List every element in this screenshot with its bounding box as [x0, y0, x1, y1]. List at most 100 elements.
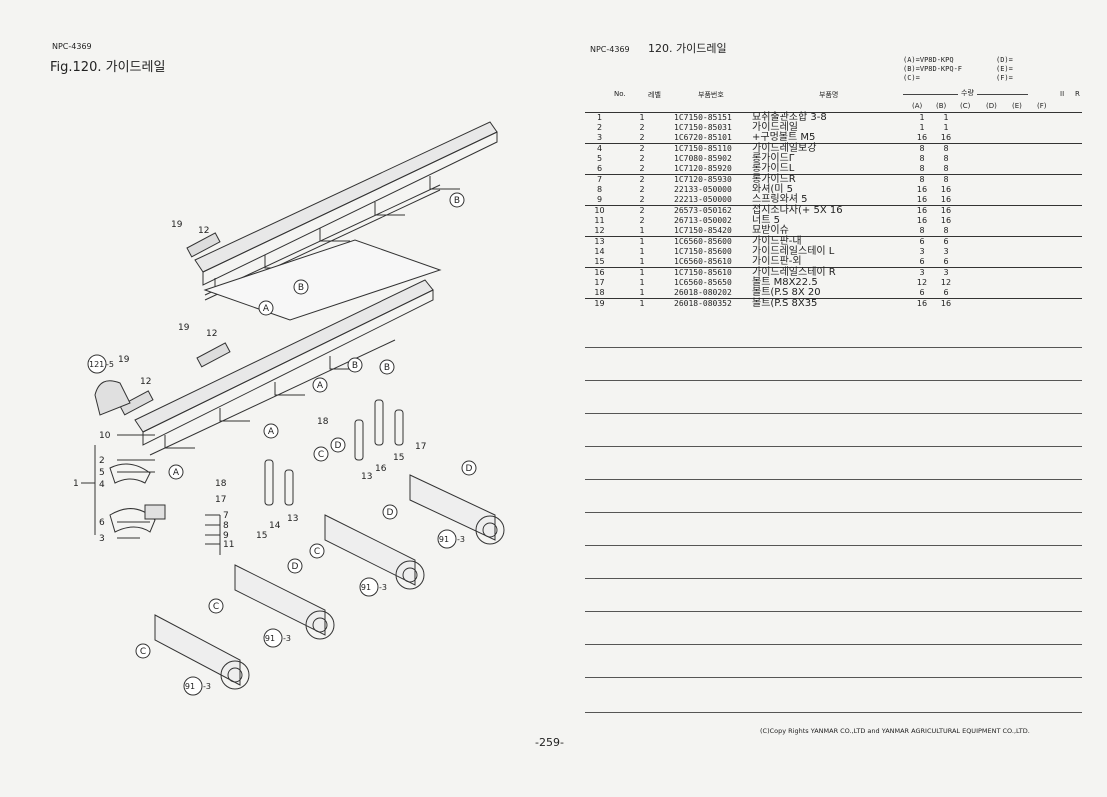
blank-rule [585, 413, 1082, 414]
cell-qty-a: 16 [910, 133, 934, 144]
guide-rail-lower [134, 279, 434, 456]
label-121-suffix: -5 [106, 360, 114, 369]
label-13: 13 [361, 472, 372, 482]
label-2: 2 [99, 456, 105, 466]
table-row: 8 2 22133-050000 와셔(미 5 16 16 [585, 185, 1082, 195]
callout-d: D [387, 508, 394, 518]
callout-c: C [213, 602, 219, 612]
blank-rule [585, 611, 1082, 612]
callout-b: B [298, 283, 304, 293]
header-rule [585, 112, 1082, 113]
label-17: 17 [415, 442, 426, 452]
callout-d: D [292, 562, 299, 572]
col-f: (F) [1037, 102, 1047, 110]
blank-rule [585, 677, 1082, 678]
cell-no: 17 [594, 278, 605, 287]
callout-b: B [352, 361, 358, 371]
cell-part-no: 1C7080-85902 [674, 154, 732, 163]
col-qty: 수량 [958, 88, 977, 98]
cell-no: 12 [585, 226, 622, 237]
label-19: 19 [171, 220, 183, 230]
label-12: 12 [140, 377, 151, 387]
cell-empty [958, 144, 1082, 155]
blank-rule [585, 380, 1082, 381]
cell-part-name: 너트 5 [752, 215, 780, 226]
col-b: (B) [936, 102, 947, 110]
cell-level: 2 [639, 206, 645, 215]
label-14: 14 [269, 521, 281, 531]
copyright: (C)Copy Rights YANMAR CO.,LTD and YANMAR… [760, 727, 1030, 735]
cell-qty-b: 16 [940, 206, 952, 215]
cell-empty [958, 195, 1082, 206]
cell-qty-a: 6 [910, 288, 934, 299]
guide-rail-upper [194, 121, 498, 301]
cell-qty-a: 3 [919, 268, 925, 277]
cell-part-no: 22133-050000 [674, 185, 732, 194]
blank-rule [585, 347, 1082, 348]
label-15: 15 [256, 531, 267, 541]
label-15: 15 [393, 453, 404, 463]
label-19: 19 [118, 355, 130, 365]
cell-part-name: 롱가이드L [752, 164, 910, 175]
cell-level: 1 [639, 113, 645, 122]
callout-a: A [263, 304, 270, 314]
cell-qty-a: 16 [916, 206, 928, 215]
cell-part-no: 26018-080202 [674, 288, 752, 299]
label-121: 121 [89, 360, 104, 369]
label-91-suffix: -3 [203, 682, 211, 691]
cell-qty-a: 16 [916, 185, 928, 194]
cell-qty-b: 16 [934, 133, 958, 144]
cell-part-no: 1C7150-85600 [674, 247, 732, 256]
cell-part-no: 1C7120-85920 [674, 164, 752, 175]
label-3: 3 [99, 534, 105, 544]
cell-part-no: 1C7150-85151 [674, 113, 732, 122]
label-91: 91 [361, 583, 371, 592]
cell-part-name: 가이드판-외 [752, 257, 910, 268]
cell-qty-a: 12 [916, 278, 928, 287]
label-10: 10 [99, 431, 111, 441]
cell-level: 1 [622, 226, 674, 237]
cell-qty-a: 8 [910, 226, 934, 237]
cell-qty-b: 8 [934, 164, 958, 175]
col-no: No. [614, 90, 626, 98]
cell-qty-b: 16 [934, 195, 958, 206]
cell-part-no: 1C6560-85600 [674, 237, 732, 246]
label-4: 4 [99, 480, 105, 490]
col-d: (D) [986, 102, 997, 110]
cell-part-name: 와셔(미 5 [752, 184, 794, 195]
label-19: 19 [178, 323, 190, 333]
cell-qty-b: 6 [934, 257, 958, 268]
cell-qty-b: 16 [940, 185, 952, 194]
cell-qty-a: 8 [919, 175, 925, 184]
cell-part-no: 26713-050002 [674, 216, 732, 225]
cell-no: 15 [585, 257, 622, 268]
cell-part-name: 볼트(P.S 8X 20 [752, 288, 910, 299]
cell-part-name: 묘받이슈 [752, 226, 910, 237]
cell-no: 2 [596, 123, 603, 132]
cell-qty-b: 6 [934, 288, 958, 299]
label-18: 18 [215, 479, 227, 489]
cell-part-no: 1C7150-85031 [674, 123, 732, 132]
cell-level: 1 [639, 268, 645, 277]
cell-empty [958, 123, 1082, 133]
cell-qty-a: 6 [910, 257, 934, 268]
cell-qty-a: 8 [910, 164, 934, 175]
callout-d: D [466, 464, 473, 474]
page-number: -259- [535, 736, 564, 749]
cell-qty-b: 1 [943, 113, 949, 122]
cell-no: 8 [596, 185, 603, 194]
cell-part-name: 가이드레일스테이 R [752, 267, 836, 278]
cell-qty-a: 8 [919, 154, 925, 163]
figure-title: Fig.120. 가이드레일 [50, 60, 166, 75]
cell-level: 2 [639, 185, 645, 194]
label-91: 91 [185, 682, 195, 691]
label-12: 12 [198, 226, 209, 236]
cell-qty-b: 8 [943, 144, 949, 153]
